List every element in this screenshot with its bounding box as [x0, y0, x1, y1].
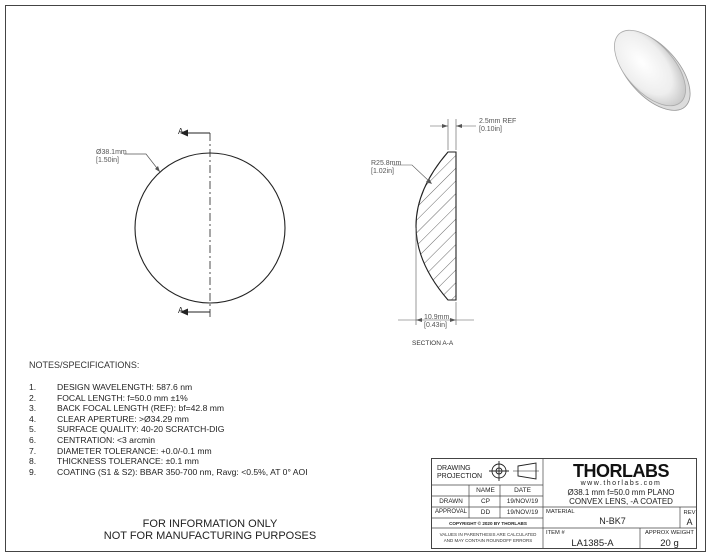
drawn-name: CP: [480, 498, 491, 505]
note-item: 4.CLEAR APERTURE: >Ø34.29 mm: [29, 413, 189, 424]
approval-label: APPROVAL: [435, 509, 467, 515]
radius-mm: R25.8mm: [371, 160, 402, 167]
disclaimer: FOR INFORMATION ONLY NOT FOR MANUFACTURI…: [90, 518, 330, 542]
note-item: 9.COATING (S1 & S2): BBAR 350-700 nm, Ra…: [29, 466, 308, 477]
diameter-in: [1.50in]: [96, 157, 119, 164]
note-item: 1.DESIGN WAVELENGTH: 587.6 nm: [29, 382, 193, 392]
item-value: LA1385-A: [571, 538, 614, 549]
date-header: DATE: [514, 487, 531, 494]
note-item: 8.THICKNESS TOLERANCE: ±0.1 mm: [29, 456, 199, 467]
center-thickness-in: [0.43in]: [424, 322, 447, 329]
edge-thickness-in: [0.10in]: [479, 126, 502, 133]
section-arrow-top: [180, 129, 188, 137]
lens-section-view: [415, 151, 457, 301]
thorlabs-logo: THORLABS: [573, 461, 670, 481]
notes-list: 1.DESIGN WAVELENGTH: 587.6 nm 2.FOCAL LE…: [29, 382, 308, 477]
projection-symbol: [489, 461, 539, 481]
projection-label: DRAWING PROJECTION: [437, 465, 483, 480]
section-arrow-bottom: [180, 308, 188, 316]
center-thickness-dimension: 10.9mm [0.43in]: [424, 314, 449, 330]
material-label: MATERIAL: [546, 509, 575, 515]
lens-isometric-render: [614, 29, 691, 111]
name-header: NAME: [476, 487, 495, 494]
approval-date: 19/NOV/19: [506, 509, 539, 516]
note-item: 6.CENTRATION: <3 arcmin: [29, 434, 155, 445]
note-item: 7.DIAMETER TOLERANCE: +0.0/-0.1 mm: [29, 445, 212, 456]
drawn-date: 19/NOV/19: [506, 498, 539, 505]
drawn-label: DRAWN: [439, 498, 463, 505]
edge-thickness-dimension: 2.5mm REF [0.10in]: [479, 118, 516, 134]
section-marker-top: A: [178, 127, 184, 136]
item-label: ITEM #: [546, 530, 565, 536]
edge-thickness-mm: 2.5mm REF: [479, 118, 517, 125]
center-thickness-mm: 10.9mm: [424, 314, 450, 321]
radius-in: [1.02in]: [371, 168, 394, 175]
disclaimer-line2: NOT FOR MANUFACTURING PURPOSES: [103, 530, 317, 542]
material-value: N-BK7: [599, 516, 626, 526]
note-item: 5.SURFACE QUALITY: 40-20 SCRATCH-DIG: [29, 424, 225, 435]
notes-title: NOTES/SPECIFICATIONS:: [29, 360, 140, 370]
drawing-sheet: [5, 5, 706, 552]
diameter-mm: Ø38.1mm: [96, 149, 127, 156]
note-item: 3.BACK FOCAL LENGTH (REF): bf=42.8 mm: [29, 403, 225, 414]
part-description: Ø38.1 mm f=50.0 mm PLANO CONVEX LENS, -A…: [567, 488, 675, 506]
disclaimer-line1: FOR INFORMATION ONLY: [142, 518, 278, 530]
section-marker-bottom: A: [178, 306, 184, 315]
weight-label: APPROX WEIGHT: [645, 530, 694, 536]
radius-dimension: R25.8mm [1.02in]: [371, 160, 401, 176]
rev-value: A: [686, 517, 693, 527]
weight-value: 20 g: [660, 538, 679, 549]
values-note: VALUES IN PARENTHESIS ARE CALCULATED AND…: [439, 532, 537, 543]
website: www.thorlabs.com: [580, 480, 662, 487]
copyright: COPYRIGHT © 2020 BY THORLABS: [449, 521, 527, 526]
approval-name: DD: [480, 509, 491, 516]
title-block: DRAWING PROJECTION NAME DATE DRAWN CP 19…: [431, 458, 697, 549]
rev-label: REV: [683, 510, 696, 516]
diameter-dimension: Ø38.1mm [1.50in]: [96, 149, 127, 165]
section-label: SECTION A-A: [412, 340, 454, 347]
note-item: 2.FOCAL LENGTH: f=50.0 mm ±1%: [29, 392, 188, 403]
